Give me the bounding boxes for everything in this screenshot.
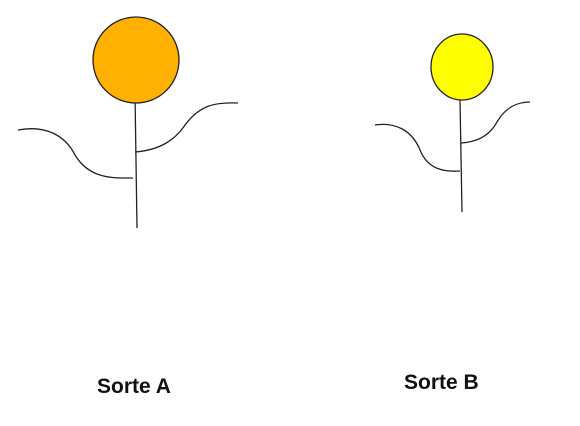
flower-b-bloom bbox=[430, 33, 494, 101]
label-sorte-a: Sorte A bbox=[97, 375, 171, 398]
flower-a bbox=[17, 16, 239, 229]
label-sorte-b: Sorte B bbox=[404, 371, 479, 394]
flower-b-stem bbox=[459, 99, 463, 213]
flower-a-leaves bbox=[17, 102, 239, 179]
flower-b bbox=[374, 33, 531, 213]
flower-a-bloom bbox=[92, 16, 180, 104]
flower-a-stem bbox=[134, 92, 138, 229]
flower-b-leaves bbox=[374, 101, 531, 172]
